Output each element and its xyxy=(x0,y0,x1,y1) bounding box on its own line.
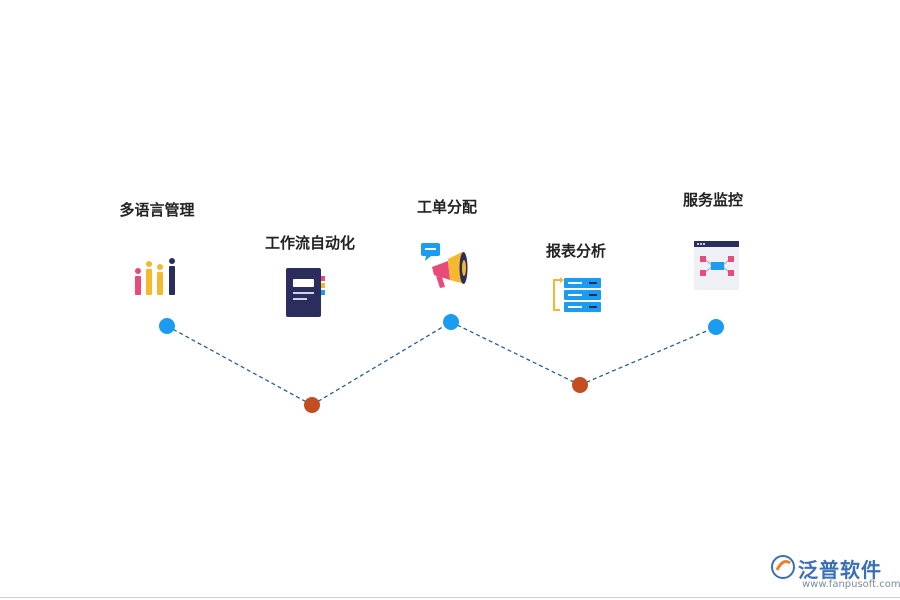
bottom-divider xyxy=(0,597,900,598)
logo-name: 泛普软件 xyxy=(798,558,882,582)
node-label-5: 服务监控 xyxy=(682,191,744,209)
node-label-2: 工作流自动化 xyxy=(264,234,356,252)
node-dot-5 xyxy=(708,319,724,335)
node-label-4: 报表分析 xyxy=(545,242,607,260)
node-dots xyxy=(159,314,724,413)
connector-1-2 xyxy=(166,325,313,406)
logo-mark-icon xyxy=(771,555,795,579)
bar-chart-icon xyxy=(135,258,175,295)
node-dot-3 xyxy=(443,314,459,330)
logo-url: www.fanpusoft.com xyxy=(802,579,900,590)
node-dot-2 xyxy=(304,397,320,413)
node-dot-1 xyxy=(159,318,175,334)
server-rack-icon xyxy=(553,277,601,312)
node-dot-4 xyxy=(572,377,588,393)
megaphone-icon xyxy=(421,243,468,288)
notebook-icon xyxy=(286,268,325,317)
connector-2-3 xyxy=(311,321,452,406)
brand-logo: 泛普软件 www.fanpusoft.com xyxy=(770,552,900,596)
connector-3-4 xyxy=(450,321,581,386)
flowchart-window-icon xyxy=(694,241,739,290)
connector-4-5 xyxy=(579,326,717,386)
node-label-1: 多语言管理 xyxy=(119,201,195,219)
node-label-3: 工单分配 xyxy=(416,198,478,216)
connector-lines xyxy=(166,321,717,406)
